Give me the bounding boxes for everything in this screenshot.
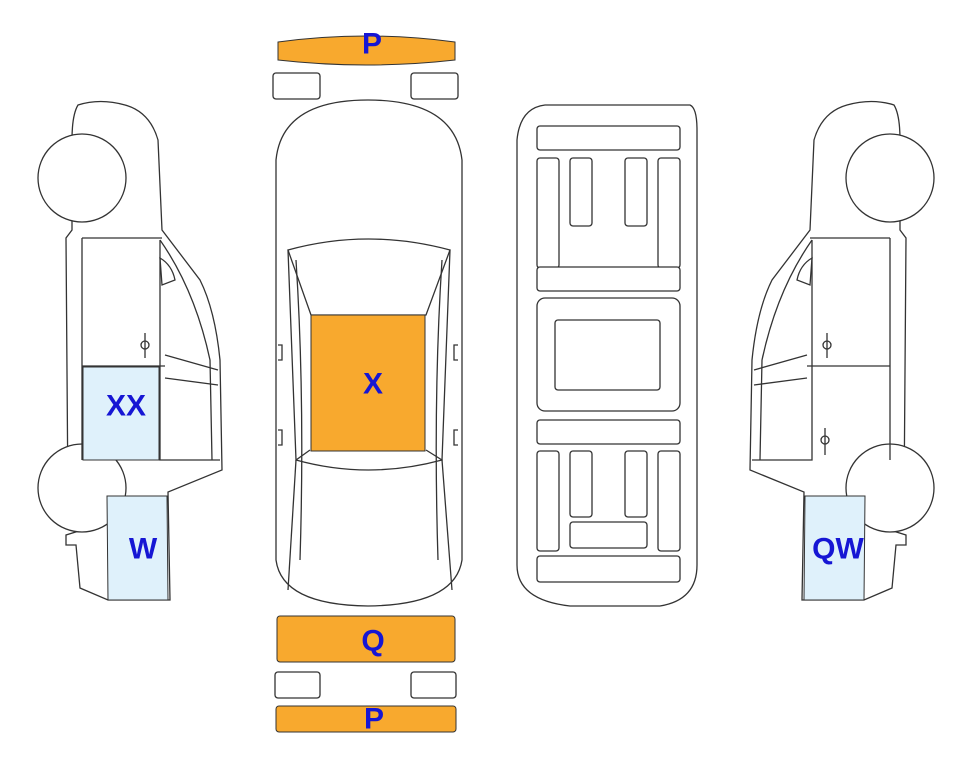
rear-bumper-label: P xyxy=(364,703,384,736)
left-front-wheel xyxy=(37,133,127,223)
roof-label: X xyxy=(363,368,383,401)
rear-left-light xyxy=(274,671,321,699)
left-door-rear-label: XX xyxy=(106,390,146,423)
front-right-light xyxy=(410,72,459,100)
left-rear-quarter-label: W xyxy=(129,533,158,566)
front-bumper-damage xyxy=(277,35,456,66)
rear-trunk-label: Q xyxy=(361,625,384,658)
left-door-rear-damage xyxy=(82,366,160,461)
left-side-view: XX W xyxy=(37,100,223,601)
right-rear-quarter-label: QW xyxy=(812,533,864,566)
left-rear-quarter-damage xyxy=(106,495,169,601)
right-front-wheel xyxy=(845,133,935,223)
rear-trunk-damage xyxy=(276,615,456,663)
front-left-light xyxy=(272,72,321,100)
roof-damage xyxy=(310,314,426,452)
rear-bumper-damage xyxy=(275,705,457,733)
right-rear-quarter-damage xyxy=(803,495,866,601)
underbody-view xyxy=(516,104,698,607)
front-bumper-label: P xyxy=(362,28,382,61)
right-side-view xyxy=(749,100,935,601)
rear-right-light xyxy=(410,671,457,699)
top-view: P X Q P xyxy=(272,28,463,736)
